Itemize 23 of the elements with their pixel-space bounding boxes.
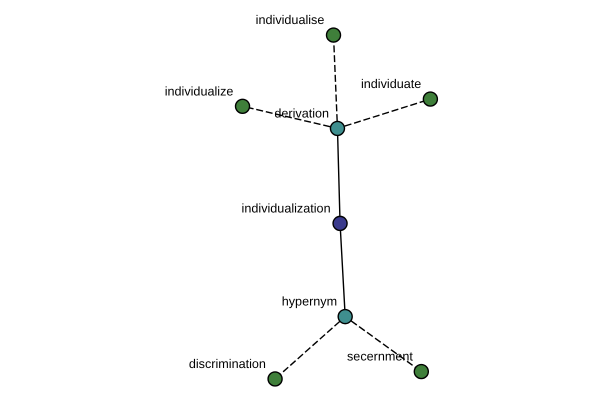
node-circle [330,120,346,136]
node-label: discrimination [188,357,266,372]
connector [336,136,341,216]
connector [344,100,424,127]
node-circle [337,308,353,324]
node-circle [234,98,250,114]
node-circle [414,364,430,380]
node-label: individualize [164,84,234,98]
node-circle [332,216,348,232]
connector [333,42,338,122]
node-label: secernment [347,350,413,364]
connector [280,320,340,375]
node-label: individuate [360,77,422,92]
node-label: hypernym [282,294,338,309]
node-label: individualization [242,201,331,216]
node-circle [267,371,283,387]
node-label: individualise [256,13,324,28]
node-circle [422,91,438,107]
connector [250,107,330,128]
connector [350,320,416,368]
node-circle [326,27,342,43]
connector [340,230,346,310]
node-label: derivation [274,106,330,120]
